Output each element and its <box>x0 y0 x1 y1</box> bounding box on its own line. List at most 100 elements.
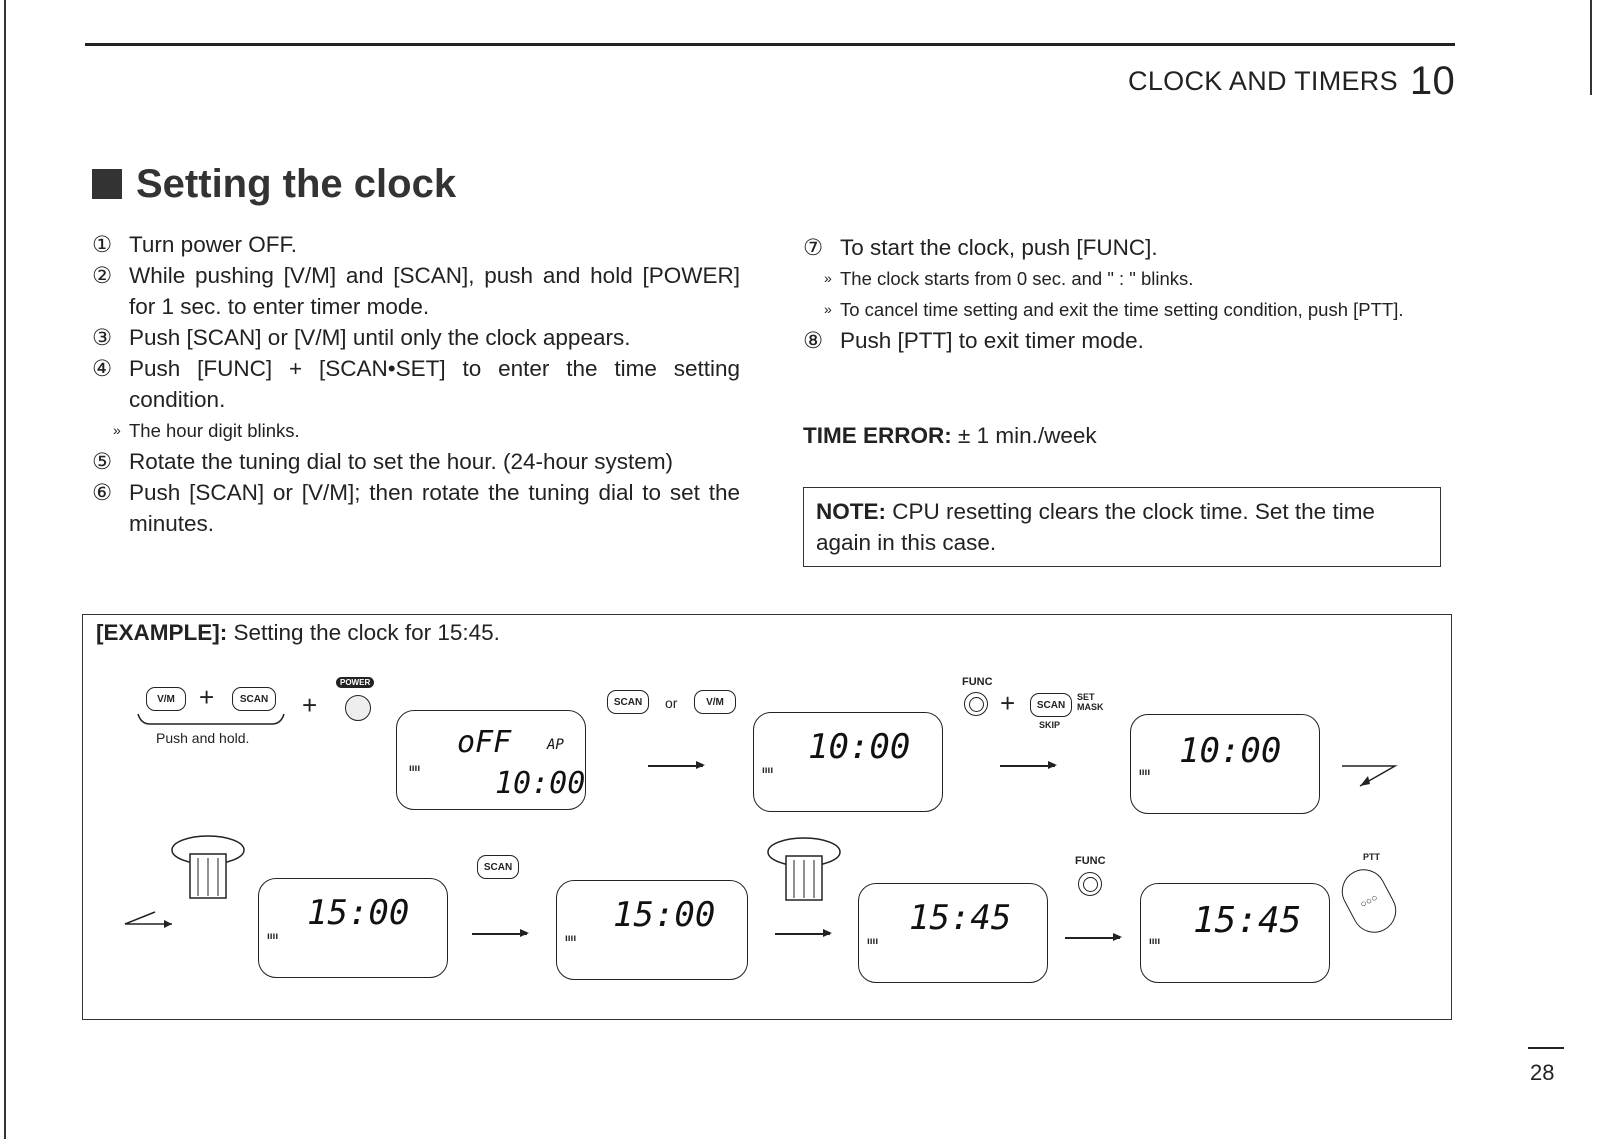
or-label: or <box>665 695 678 711</box>
time-error-label: TIME ERROR: <box>803 423 952 448</box>
lcd-display-5: ıııı 15:00 <box>556 880 748 980</box>
section-header: CLOCK AND TIMERS 10 <box>1095 55 1455 103</box>
power-knob-icon <box>345 695 371 721</box>
power-label: POWER <box>336 677 375 688</box>
step-2: ② While pushing [V/M] and [SCAN], push an… <box>92 260 740 322</box>
battery-icon: ıııı <box>409 763 421 774</box>
lcd-ap-text: AP <box>547 737 564 753</box>
bullet-icon: » <box>113 422 121 438</box>
lcd-off-text: oFF <box>457 725 512 760</box>
tuning-dial-icon <box>767 837 841 901</box>
lcd-time-text: 15:00 <box>613 895 716 935</box>
battery-icon: ıııı <box>762 765 774 776</box>
time-error-value: ± 1 min./week <box>958 423 1097 448</box>
lcd-display-7: ıııı 15:45 <box>1140 883 1330 983</box>
step-text: While pushing [V/M] and [SCAN], push and… <box>129 263 740 319</box>
lcd-time-text: 10:00 <box>495 766 586 801</box>
battery-icon: ıııı <box>1149 936 1161 947</box>
step-7: ⑦ To start the clock, push [FUNC]. <box>803 232 1443 263</box>
title-square-icon <box>92 169 122 199</box>
arrow-right-icon <box>775 930 832 936</box>
section-title: CLOCK AND TIMERS <box>1128 66 1398 96</box>
bracket-icon <box>137 713 285 725</box>
scan-button: SCAN <box>477 855 519 879</box>
tuning-dial-icon <box>171 835 245 899</box>
lcd-display-3: ıııı 10:00 <box>1130 714 1320 814</box>
lcd-time-text: 15:45 <box>909 898 1012 938</box>
plus-sign: + <box>302 690 318 720</box>
step-number: ④ <box>92 356 113 381</box>
note-label: NOTE: <box>816 499 886 524</box>
lcd-display-1: ıııı oFF AP 10:00 <box>396 710 586 810</box>
note-text: CPU resetting clears the clock time. Set… <box>816 499 1375 555</box>
step-text: Push [PTT] to exit timer mode. <box>840 328 1144 353</box>
lcd-time-text: 10:00 <box>1179 731 1282 771</box>
step-number: ⑧ <box>803 328 824 353</box>
arrow-continue-icon <box>124 911 172 928</box>
func-button-icon <box>964 692 988 716</box>
note-text: The clock starts from 0 sec. and " : " b… <box>840 268 1194 289</box>
step-number: ⑥ <box>92 480 113 505</box>
ptt-label: PTT <box>1363 852 1380 862</box>
page-title-text: Setting the clock <box>136 162 457 206</box>
vm-button: V/M <box>146 687 186 711</box>
scan-button: SCAN <box>1030 693 1072 717</box>
scan-button: SCAN <box>232 687 276 711</box>
right-steps: ⑦ To start the clock, push [FUNC]. » The c… <box>803 232 1443 356</box>
arrow-right-icon <box>1065 934 1122 940</box>
note-text: To cancel time setting and exit the time… <box>840 299 1404 320</box>
example-box <box>82 614 1452 1020</box>
step-6: ⑥ Push [SCAN] or [V/M]; then rotate the t… <box>92 477 740 539</box>
arrow-right-icon <box>472 930 529 936</box>
page-number-rule <box>1528 1047 1564 1049</box>
plus-sign: + <box>1000 688 1016 718</box>
step-number: ② <box>92 263 113 288</box>
arrow-right-icon <box>648 762 705 768</box>
battery-icon: ıııı <box>867 936 879 947</box>
bullet-icon: » <box>824 270 832 286</box>
func-label: FUNC <box>1075 855 1106 867</box>
time-error: TIME ERROR: ± 1 min./week <box>803 420 1097 451</box>
push-hold-label: Push and hold. <box>156 730 250 746</box>
plus-sign: + <box>199 682 215 712</box>
example-text: Setting the clock for 15:45. <box>233 620 500 645</box>
battery-icon: ıııı <box>565 933 577 944</box>
step-text: Push [SCAN] or [V/M] until only the cloc… <box>129 325 631 350</box>
lcd-time-text: 15:45 <box>1193 900 1302 941</box>
step-4-note: » The hour digit blinks. <box>92 415 740 446</box>
battery-icon: ıııı <box>267 931 279 942</box>
func-label: FUNC <box>962 676 993 688</box>
lcd-display-4: ıııı 15:00 <box>258 878 448 978</box>
right-margin-rule <box>1590 0 1592 95</box>
bullet-icon: » <box>824 301 832 317</box>
skip-label: SKIP <box>1039 720 1061 730</box>
step-text: Push [SCAN] or [V/M]; then rotate the tu… <box>129 480 740 536</box>
func-button-icon <box>1078 872 1102 896</box>
step-number: ⑦ <box>803 235 824 260</box>
step-3: ③ Push [SCAN] or [V/M] until only the clo… <box>92 322 740 353</box>
step-number: ③ <box>92 325 113 350</box>
arrow-right-icon <box>1000 762 1057 768</box>
set-mask-label: SET MASK <box>1077 692 1104 712</box>
example-label: [EXAMPLE]: <box>96 620 228 645</box>
chapter-number: 10 <box>1409 59 1455 103</box>
lcd-time-text: 10:00 <box>808 727 911 767</box>
arrow-down-left-icon <box>1342 765 1398 787</box>
note-box: NOTE: CPU resetting clears the clock tim… <box>803 487 1441 567</box>
left-margin-rule <box>4 0 6 1139</box>
lcd-display-2: ıııı 10:00 <box>753 712 943 812</box>
note-text: The hour digit blinks. <box>129 420 300 441</box>
step-7-note-2: » To cancel time setting and exit the tim… <box>803 294 1443 325</box>
example-title: [EXAMPLE]: Setting the clock for 15:45. <box>96 620 500 646</box>
step-text: To start the clock, push [FUNC]. <box>840 235 1158 260</box>
header-rule <box>85 43 1455 46</box>
lcd-display-6: ıııı 15:45 <box>858 883 1048 983</box>
vm-button: V/M <box>694 690 736 714</box>
step-text: Turn power OFF. <box>129 232 297 257</box>
page-title: Setting the clock <box>92 162 456 207</box>
scan-button: SCAN <box>607 690 649 714</box>
